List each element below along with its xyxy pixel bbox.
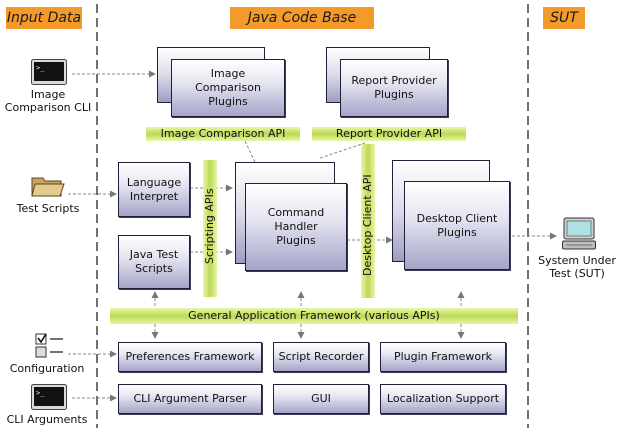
- general-framework-bar: General Application Framework (various A…: [110, 308, 518, 324]
- desktop-client-api-label: Desktop Client API: [361, 174, 374, 276]
- folder-icon: [31, 177, 65, 197]
- desktop-client-plugins: Desktop Client Plugins: [404, 181, 510, 270]
- sut-label: System Under Test (SUT): [538, 254, 616, 280]
- configuration-label: Configuration: [9, 362, 85, 375]
- cli-argument-parser: CLI Argument Parser: [118, 384, 262, 414]
- header-input-data: Input Data: [6, 7, 82, 29]
- image-comparison-api-bar: Image Comparison API: [146, 127, 300, 141]
- cli-arguments-label: CLI Arguments: [6, 413, 88, 426]
- language-interpret: Language Interpret: [118, 162, 190, 217]
- computer-icon: [562, 217, 596, 250]
- plugin-framework: Plugin Framework: [380, 342, 506, 372]
- header-java-code-base: Java Code Base: [230, 7, 374, 29]
- image-comparison-cli-label: Image Comparison CLI: [4, 88, 92, 114]
- report-provider-api-bar: Report Provider API: [312, 127, 466, 141]
- test-scripts-label: Test Scripts: [16, 202, 80, 215]
- command-handler-plugins: Command Handler Plugins: [245, 183, 347, 271]
- terminal-icon: >_: [31, 59, 67, 85]
- preferences-framework: Preferences Framework: [118, 342, 262, 372]
- script-recorder: Script Recorder: [273, 342, 369, 372]
- svg-text:>_: >_: [36, 64, 45, 72]
- header-sut: SUT: [543, 7, 585, 29]
- gui: GUI: [273, 384, 369, 414]
- desktop-client-api-bar: [361, 144, 375, 298]
- localization-support: Localization Support: [380, 384, 506, 414]
- scripting-apis-label: Scripting APIs: [203, 188, 216, 264]
- report-provider-plugins: Report Provider Plugins: [340, 59, 448, 117]
- svg-text:>_: >_: [36, 389, 45, 397]
- scripting-apis-bar: [203, 160, 217, 297]
- image-comparison-plugins: Image Comparison Plugins: [171, 59, 285, 117]
- checklist-icon: [35, 333, 63, 358]
- terminal-icon: >_: [31, 384, 67, 410]
- java-test-scripts: Java Test Scripts: [118, 235, 190, 289]
